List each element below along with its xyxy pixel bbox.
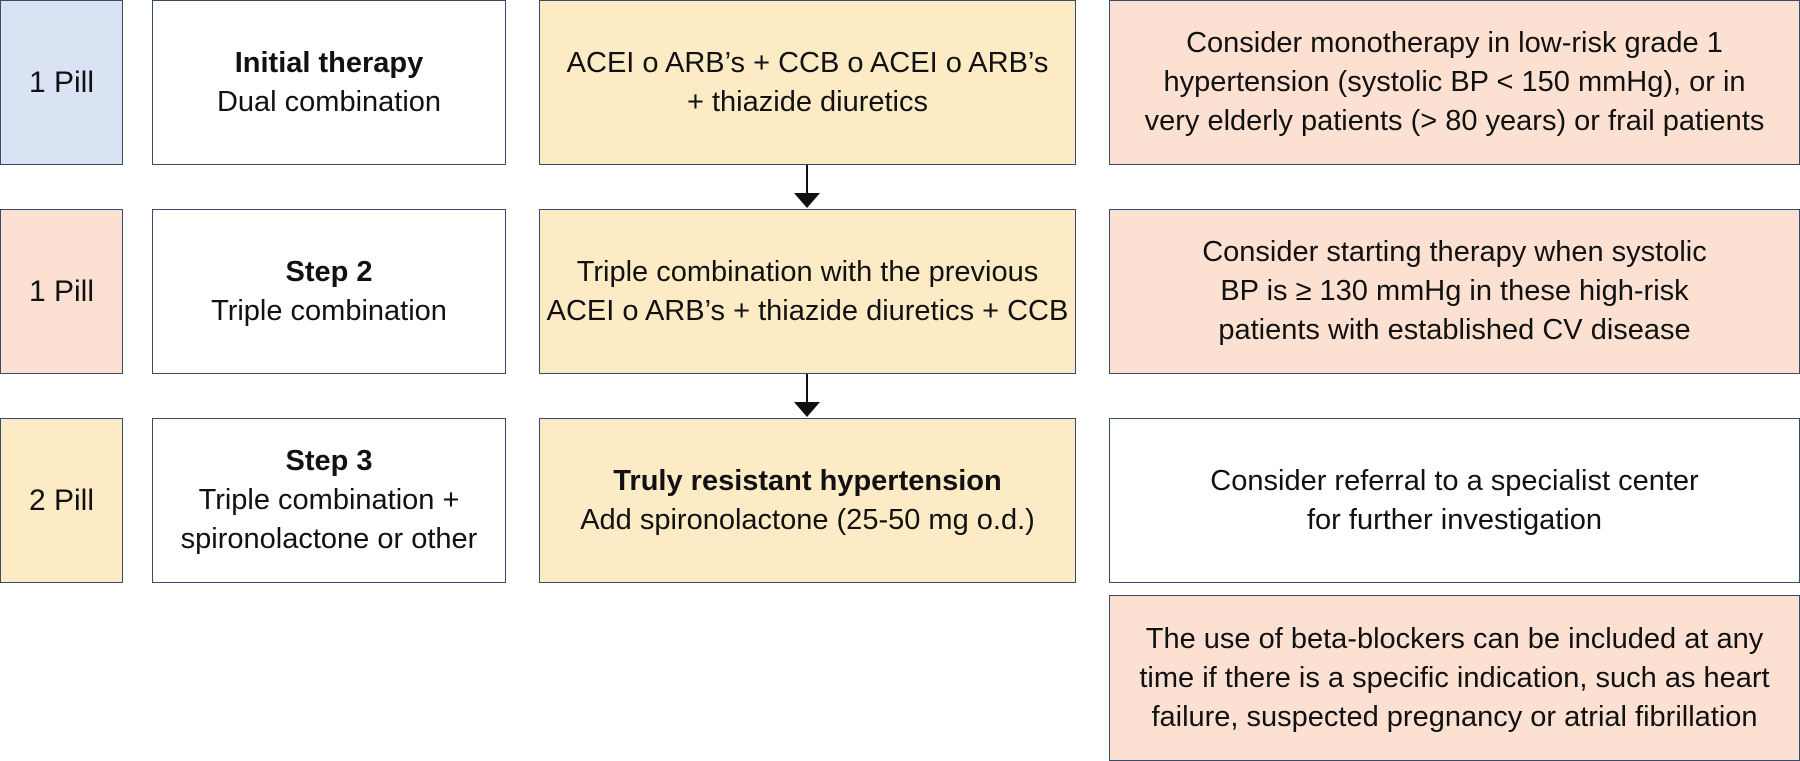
note-line: time if there is a specific indication, …: [1139, 661, 1770, 694]
pill-count-row-2: 1 Pill: [0, 209, 123, 374]
note-box-beta-blockers: The use of beta-blockers can be included…: [1109, 595, 1800, 761]
flow-arrow-head-1: [794, 193, 820, 208]
pill-count-label: 1 Pill: [28, 275, 95, 308]
note-line: patients with established CV disease: [1218, 314, 1691, 346]
flow-arrow-line-1: [806, 165, 808, 194]
pill-count-label: 2 Pill: [28, 484, 95, 517]
note-line: The use of beta-blockers can be included…: [1145, 622, 1764, 655]
note-line: for further investigation: [1307, 503, 1602, 536]
step-box-step-2: Step 2 Triple combination: [152, 209, 506, 374]
step-description: spironolactone or other: [180, 523, 478, 555]
note-box-referral: Consider referral to a specialist center…: [1109, 418, 1800, 583]
therapy-line: ACEI o ARB’s + thiazide diuretics + CCB: [546, 294, 1069, 327]
flow-arrow-line-2: [806, 374, 808, 403]
therapy-line: Add spironolactone (25-50 mg o.d.): [580, 503, 1035, 536]
therapy-title: Truly resistant hypertension: [613, 464, 1002, 497]
step-title: Initial therapy: [234, 46, 424, 79]
note-line: BP is ≥ 130 mmHg in these high-risk: [1220, 275, 1689, 307]
pill-count-row-3: 2 Pill: [0, 418, 123, 583]
pill-count-row-1: 1 Pill: [0, 0, 123, 165]
step-description: Triple combination +: [198, 484, 460, 516]
note-line: hypertension (systolic BP < 150 mmHg), o…: [1163, 66, 1746, 98]
step-description: Triple combination: [211, 294, 447, 327]
therapy-line: Triple combination with the previous: [576, 255, 1039, 288]
step-title: Step 2: [285, 255, 373, 288]
note-line: failure, suspected pregnancy or atrial f…: [1151, 700, 1758, 733]
note-line: very elderly patients (> 80 years) or fr…: [1144, 105, 1765, 137]
step-description: Dual combination: [216, 85, 442, 118]
therapy-box-resistant: Truly resistant hypertension Add spirono…: [539, 418, 1076, 583]
step-title: Step 3: [285, 445, 373, 477]
note-box-monotherapy: Consider monotherapy in low-risk grade 1…: [1109, 0, 1800, 165]
therapy-line: ACEI o ARB’s + CCB o ACEI o ARB’s: [566, 46, 1049, 79]
therapy-line: + thiazide diuretics: [687, 85, 928, 118]
therapy-box-row-1: ACEI o ARB’s + CCB o ACEI o ARB’s + thia…: [539, 0, 1076, 165]
step-box-initial-therapy: Initial therapy Dual combination: [152, 0, 506, 165]
therapy-box-row-2: Triple combination with the previous ACE…: [539, 209, 1076, 374]
pill-count-label: 1 Pill: [28, 66, 95, 99]
flow-arrow-head-2: [794, 402, 820, 417]
note-line: Consider monotherapy in low-risk grade 1: [1186, 27, 1723, 59]
step-box-step-3: Step 3 Triple combination + spironolacto…: [152, 418, 506, 583]
note-box-high-risk: Consider starting therapy when systolic …: [1109, 209, 1800, 374]
note-line: Consider referral to a specialist center: [1210, 464, 1699, 497]
note-line: Consider starting therapy when systolic: [1202, 236, 1707, 268]
